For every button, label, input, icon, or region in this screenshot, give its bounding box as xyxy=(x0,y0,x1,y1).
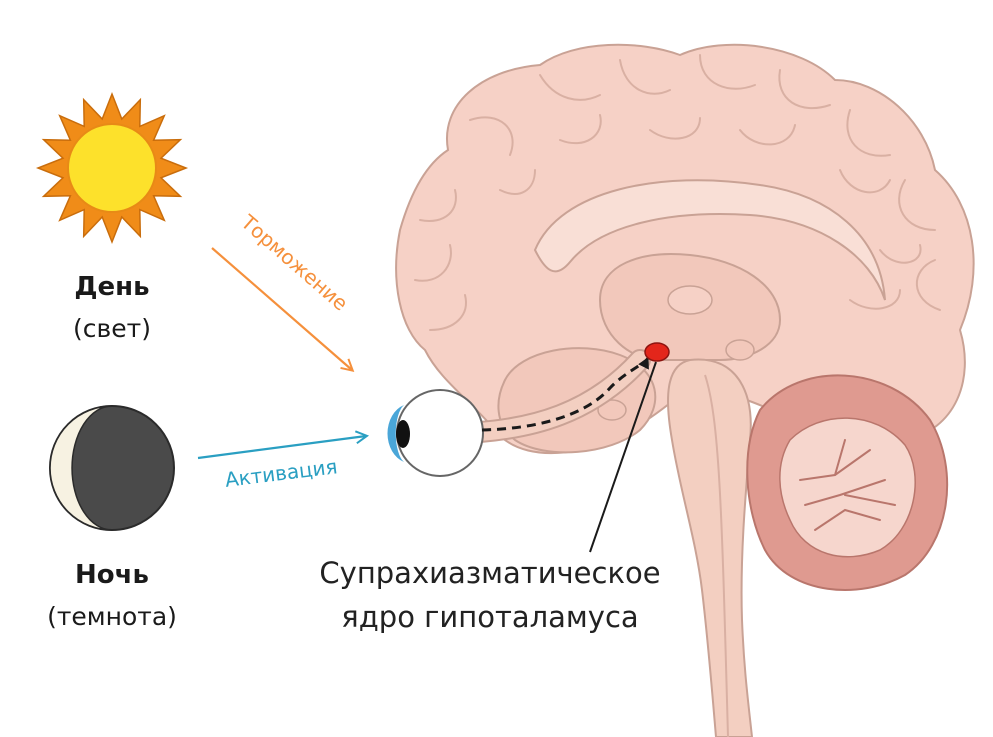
inhibition-arrow xyxy=(211,247,352,370)
neural-pathway xyxy=(481,357,650,432)
night-title: Ночь xyxy=(75,560,149,590)
cerebellum xyxy=(746,374,949,591)
sun-icon xyxy=(35,91,189,245)
moon-icon xyxy=(49,405,175,531)
day-title: День xyxy=(74,272,150,302)
scn-label-line2: ядро гипоталамуса xyxy=(341,600,639,634)
day-subtitle: (свет) xyxy=(73,314,151,343)
scn-label-line1: Супрахиазматическое xyxy=(319,556,661,590)
activation-arrow xyxy=(197,436,366,460)
activation-label: Активация xyxy=(224,454,339,492)
callout-line xyxy=(589,361,657,553)
scn-nucleus xyxy=(644,342,670,362)
inhibition-label: Торможение xyxy=(236,209,353,315)
brain xyxy=(395,43,975,737)
night-subtitle: (темнота) xyxy=(47,602,177,631)
